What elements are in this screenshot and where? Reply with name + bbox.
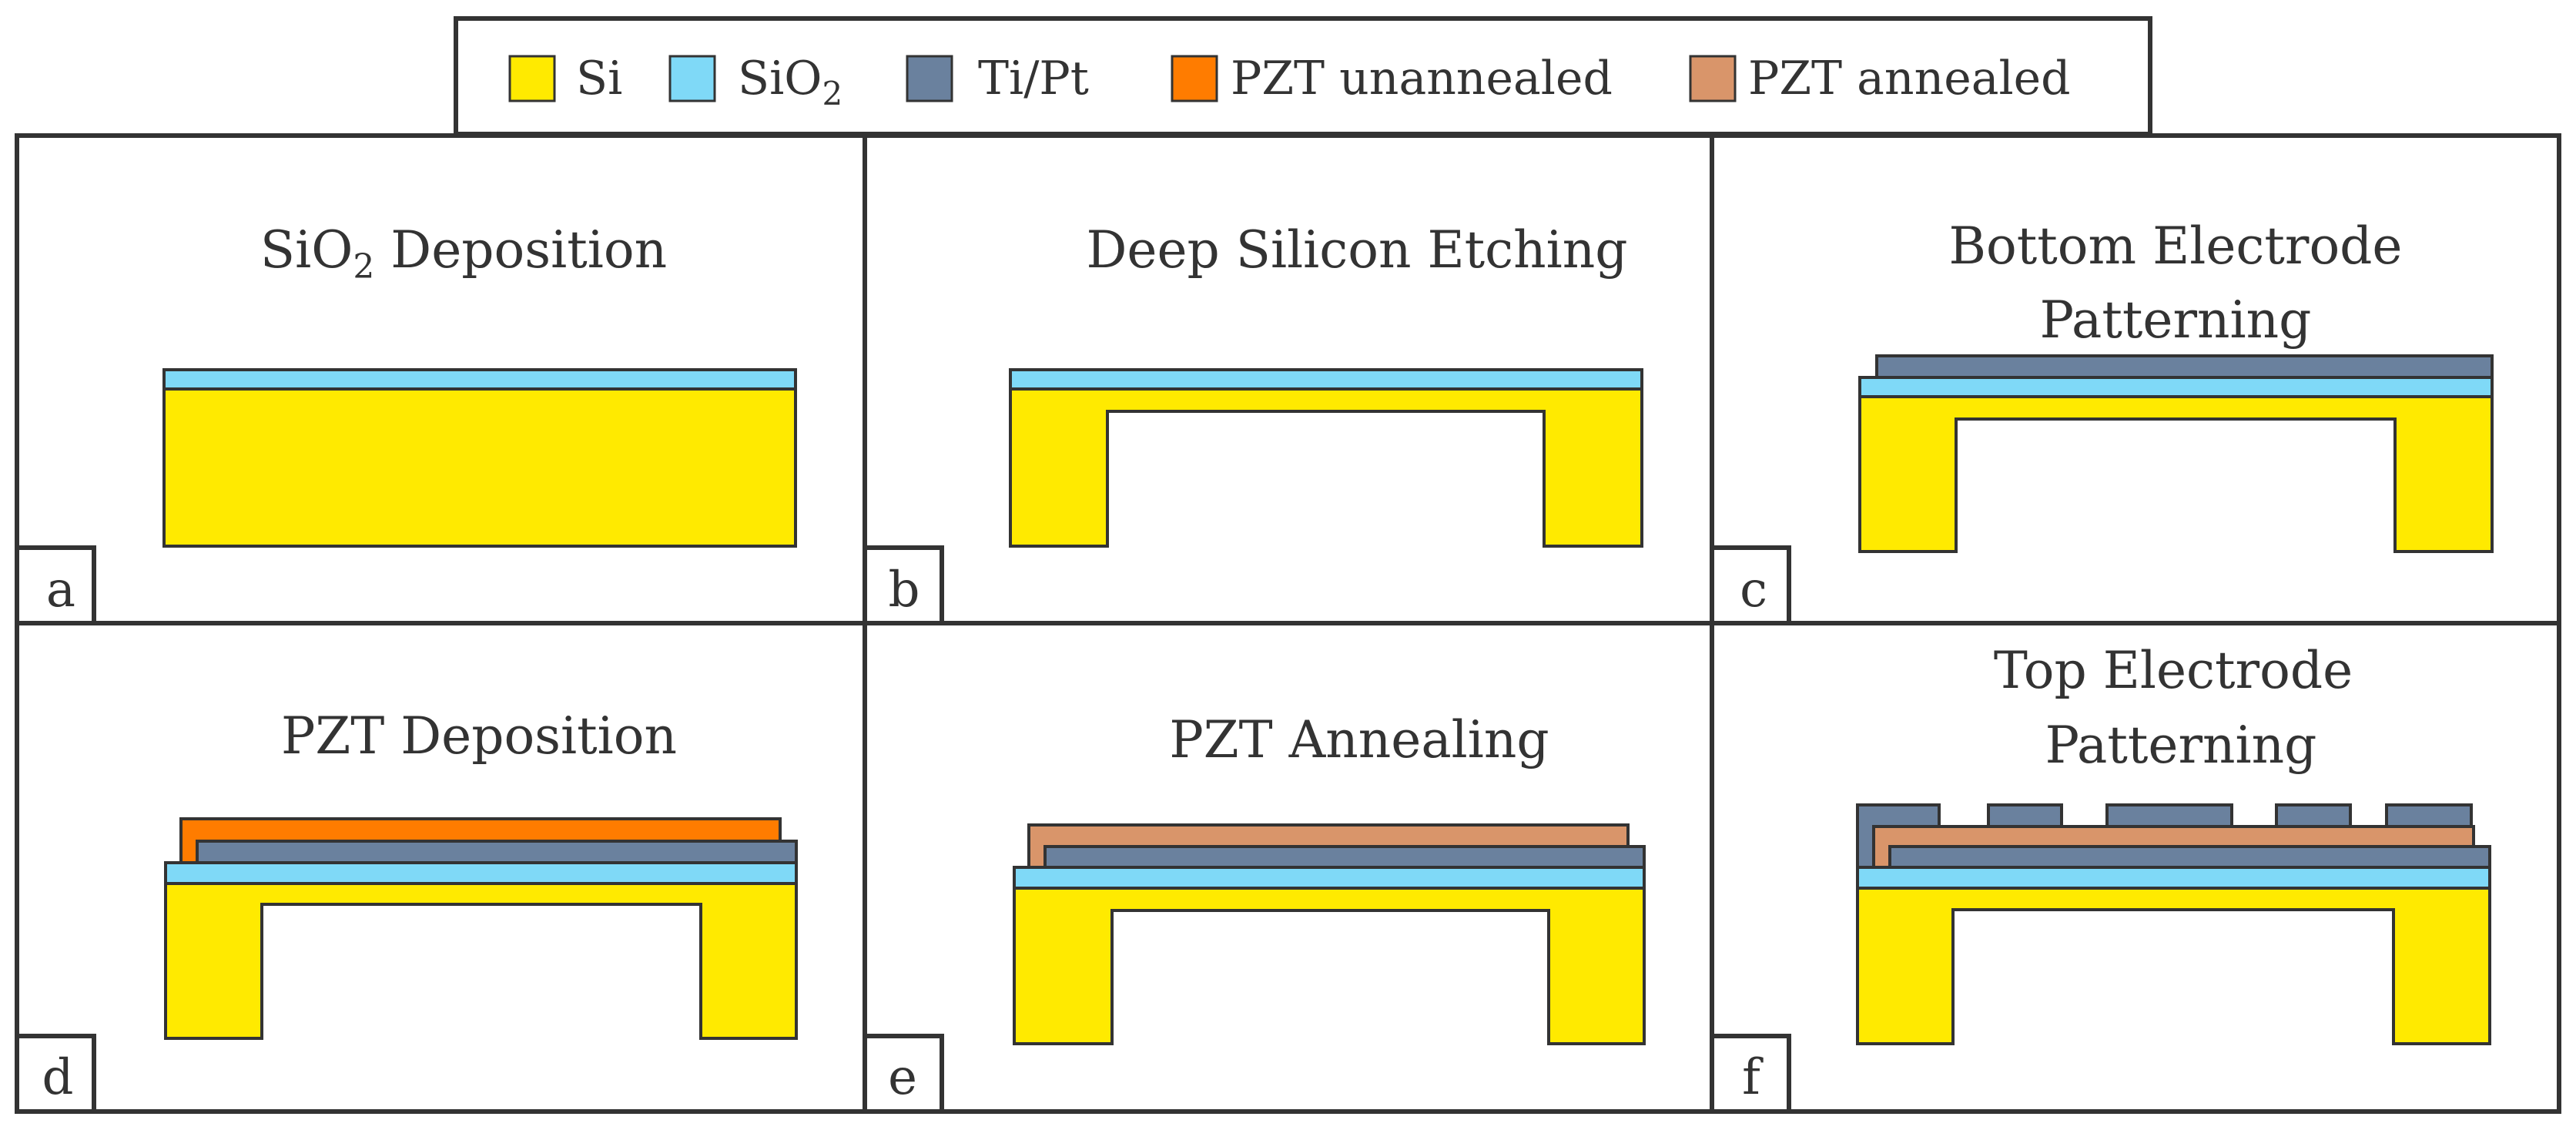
panel-e-cross-section xyxy=(1013,823,1646,1045)
panel-d-si-etched xyxy=(164,882,798,1040)
panel-a-letter: a xyxy=(46,562,75,619)
panel-f-cross-section xyxy=(1856,803,2491,1045)
panel-b-letter: b xyxy=(889,562,920,619)
panel-e-sio2-layer xyxy=(1013,866,1646,890)
panel-b-si-etched xyxy=(1009,387,1643,548)
panel-b-letter-box xyxy=(863,545,944,625)
legend-frame xyxy=(454,16,2152,136)
panel-a-title-rest: Deposition xyxy=(374,220,667,280)
panel-c-tipt-layer xyxy=(1875,354,2494,379)
panel-f-letter: f xyxy=(1742,1049,1764,1106)
panel-f-title-line-1: Top Electrode xyxy=(1994,641,2353,700)
panel-c-sio2-layer xyxy=(1858,376,2494,398)
panel-b-sio2-layer xyxy=(1009,368,1643,391)
panel-f-si-etched xyxy=(1856,887,2491,1045)
panel-letters: a b c d e f xyxy=(15,545,1791,1114)
panel-f-top-electrode-4 xyxy=(2385,803,2473,828)
legend-swatch-sio2 xyxy=(668,55,716,102)
panel-titles: SiO2 Deposition Deep Silicon Etching Bot… xyxy=(260,216,2403,775)
panel-d-letter: d xyxy=(42,1049,74,1106)
panel-f-top-electrode-1 xyxy=(1987,803,2063,828)
panel-f-title-line-2: Patterning xyxy=(2045,716,2317,775)
legend-swatch-pzt-annealed xyxy=(1689,55,1737,102)
panel-e-letter: e xyxy=(888,1049,917,1106)
panel-f-sio2-layer xyxy=(1856,866,2491,890)
panel-c-cross-section xyxy=(1858,354,2494,553)
panel-c-letter-box xyxy=(1710,545,1791,625)
panel-e-title: PZT Annealing xyxy=(1169,710,1549,770)
panel-d-title: PZT Deposition xyxy=(281,706,677,766)
panel-d-tipt-layer xyxy=(196,840,798,864)
panel-e-tipt-layer xyxy=(1043,845,1646,869)
panel-a-cross-section xyxy=(162,368,797,548)
panel-d-letter-box xyxy=(15,1034,96,1114)
panel-a-letter-box xyxy=(15,545,96,625)
panel-grid xyxy=(15,133,2561,1114)
panel-d-sio2-layer xyxy=(164,861,798,885)
panel-a-si-substrate xyxy=(162,387,797,548)
panel-f-tipt-layer xyxy=(1888,845,2491,869)
panel-a-title: SiO2 Deposition xyxy=(260,220,667,287)
legend-label-pzt-annealed: PZT annealed xyxy=(1748,52,2071,106)
panel-c-letter: c xyxy=(1740,562,1767,619)
legend-swatch-pzt-unannealed xyxy=(1171,55,1218,102)
legend: Si SiO2 Ti/Pt PZT unannealed PZT anneale… xyxy=(454,16,2152,136)
panel-b-title: Deep Silicon Etching xyxy=(1086,220,1627,280)
legend-label-si: Si xyxy=(576,52,622,106)
panel-c-title-line-1: Bottom Electrode xyxy=(1948,216,2402,276)
legend-label-pzt-unannealed: PZT unannealed xyxy=(1231,52,1613,106)
legend-label-sio2: SiO2 xyxy=(738,52,842,112)
legend-swatch-tipt xyxy=(906,55,953,102)
panel-d-cross-section xyxy=(164,817,798,1040)
panel-f-top-electrode-2 xyxy=(2105,803,2233,828)
panel-e-letter-box xyxy=(863,1034,944,1114)
panel-e-si-etched xyxy=(1013,887,1646,1045)
panel-f-letter-box xyxy=(1710,1034,1791,1114)
panel-a-sio2-layer xyxy=(162,368,797,391)
panel-f-top-electrode-3 xyxy=(2275,803,2352,828)
legend-swatch-si xyxy=(508,55,556,102)
panel-b-cross-section xyxy=(1009,368,1643,548)
panel-c-si-etched xyxy=(1858,395,2494,553)
panel-a-title-subscript: 2 xyxy=(353,247,374,287)
legend-label-tipt: Ti/Pt xyxy=(978,52,1089,106)
panel-c-title-line-2: Patterning xyxy=(2040,290,2312,350)
